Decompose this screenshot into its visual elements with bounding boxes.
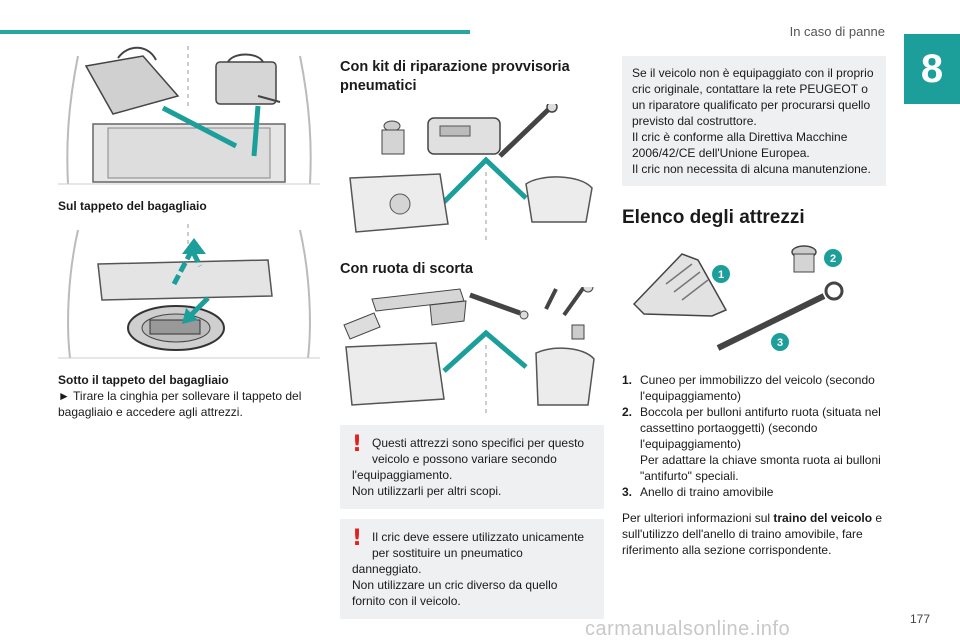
more-info-link: traino del veicolo (773, 511, 873, 525)
instruction-item: ► Tirare la cinghia per sollevare il tap… (58, 388, 320, 420)
svg-text:1: 1 (718, 269, 724, 281)
warning-tools-specific: ! Questi attrezzi sono specifici per que… (340, 425, 604, 509)
column-left: Sul tappeto del bagagliaio Sotto il tapp… (58, 46, 320, 420)
caption-luggage-mat: Sul tappeto del bagagliaio (58, 199, 207, 213)
illustration-spare-wheel (340, 287, 604, 415)
callout-3-icon (771, 333, 789, 351)
heading-tool-list: Elenco degli attrezzi (622, 207, 805, 228)
column-middle: Con kit di riparazione provvisoria pneum… (340, 46, 604, 619)
svg-text:2: 2 (830, 253, 836, 265)
warning-jack-usage: ! Il cric deve essere utilizzato unicame… (340, 519, 604, 619)
instruction-text: Tirare la cinghia per sollevare il tappe… (58, 389, 302, 419)
heading-repair-kit: Con kit di riparazione provvisoria pneum… (340, 59, 570, 94)
illustration-tools: 1 2 3 (622, 244, 886, 358)
tool-list: 1.Cuneo per immobilizzo del veicolo (sec… (622, 372, 886, 500)
instruction-arrow: ► (58, 389, 70, 403)
callout-2-icon (824, 249, 842, 267)
illustration-trunk-bags (58, 46, 320, 188)
header-rule (0, 30, 470, 34)
column-right: Se il veicolo non è equipaggiato con il … (622, 46, 886, 558)
watermark: carmanualsonline.info (585, 618, 791, 640)
svg-text:3: 3 (777, 337, 783, 349)
more-info-text: Per ulteriori informazioni sul traino de… (622, 511, 883, 557)
page-number: 177 (909, 612, 930, 626)
info-jack: Se il veicolo non è equipaggiato con il … (622, 56, 886, 186)
caption-under-mat: Sotto il tappeto del bagagliaio (58, 373, 229, 387)
list-item: 2.Boccola per bulloni antifurto ruota (s… (622, 405, 881, 451)
list-item: 3.Anello di traino amovibile (622, 485, 774, 499)
heading-spare-wheel: Con ruota di scorta (340, 261, 473, 277)
section-title: In caso di panne (789, 24, 885, 39)
warning-icon: ! (352, 432, 363, 457)
warning-icon: ! (352, 526, 363, 551)
list-item: Per adattare la chiave smonta ruota ai b… (640, 453, 881, 483)
chapter-badge: 8 (904, 34, 960, 104)
illustration-under-mat (58, 224, 320, 364)
illustration-repair-kit (340, 104, 604, 244)
list-item: 1.Cuneo per immobilizzo del veicolo (sec… (622, 373, 875, 403)
callout-1-icon (712, 265, 730, 283)
